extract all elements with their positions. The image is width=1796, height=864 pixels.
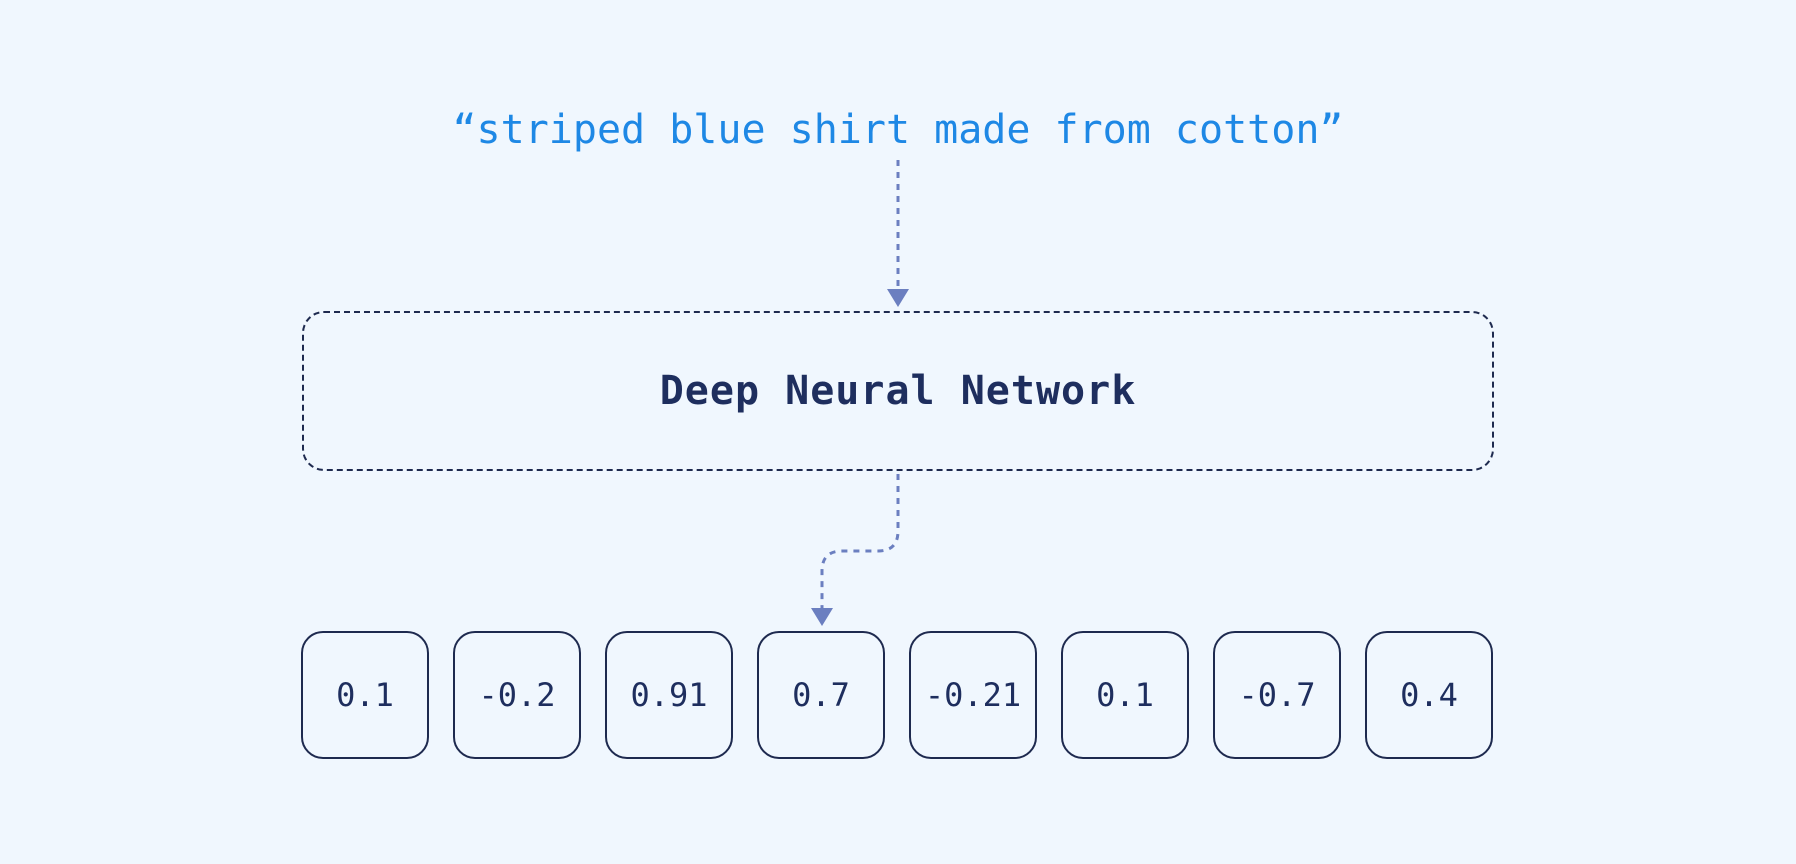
vector-cell: -0.2 <box>453 631 581 759</box>
input-sentence: “striped blue shirt made from cotton” <box>452 107 1344 153</box>
arrow-down-icon <box>887 289 909 307</box>
arrow-down-icon <box>811 608 833 626</box>
vector-cell: 0.4 <box>1365 631 1493 759</box>
vector-cell: 0.91 <box>605 631 733 759</box>
vector-cell: 0.1 <box>1061 631 1189 759</box>
embedding-vector: 0.1 -0.2 0.91 0.7 -0.21 0.1 -0.7 0.4 <box>301 631 1493 759</box>
vector-cell: 0.7 <box>757 631 885 759</box>
network-label: Deep Neural Network <box>659 368 1137 414</box>
output-arrow <box>811 474 900 626</box>
neural-network-box: Deep Neural Network <box>302 311 1494 471</box>
input-arrow <box>887 160 909 307</box>
vector-cell: 0.1 <box>301 631 429 759</box>
vector-cell: -0.7 <box>1213 631 1341 759</box>
vector-cell: -0.21 <box>909 631 1037 759</box>
